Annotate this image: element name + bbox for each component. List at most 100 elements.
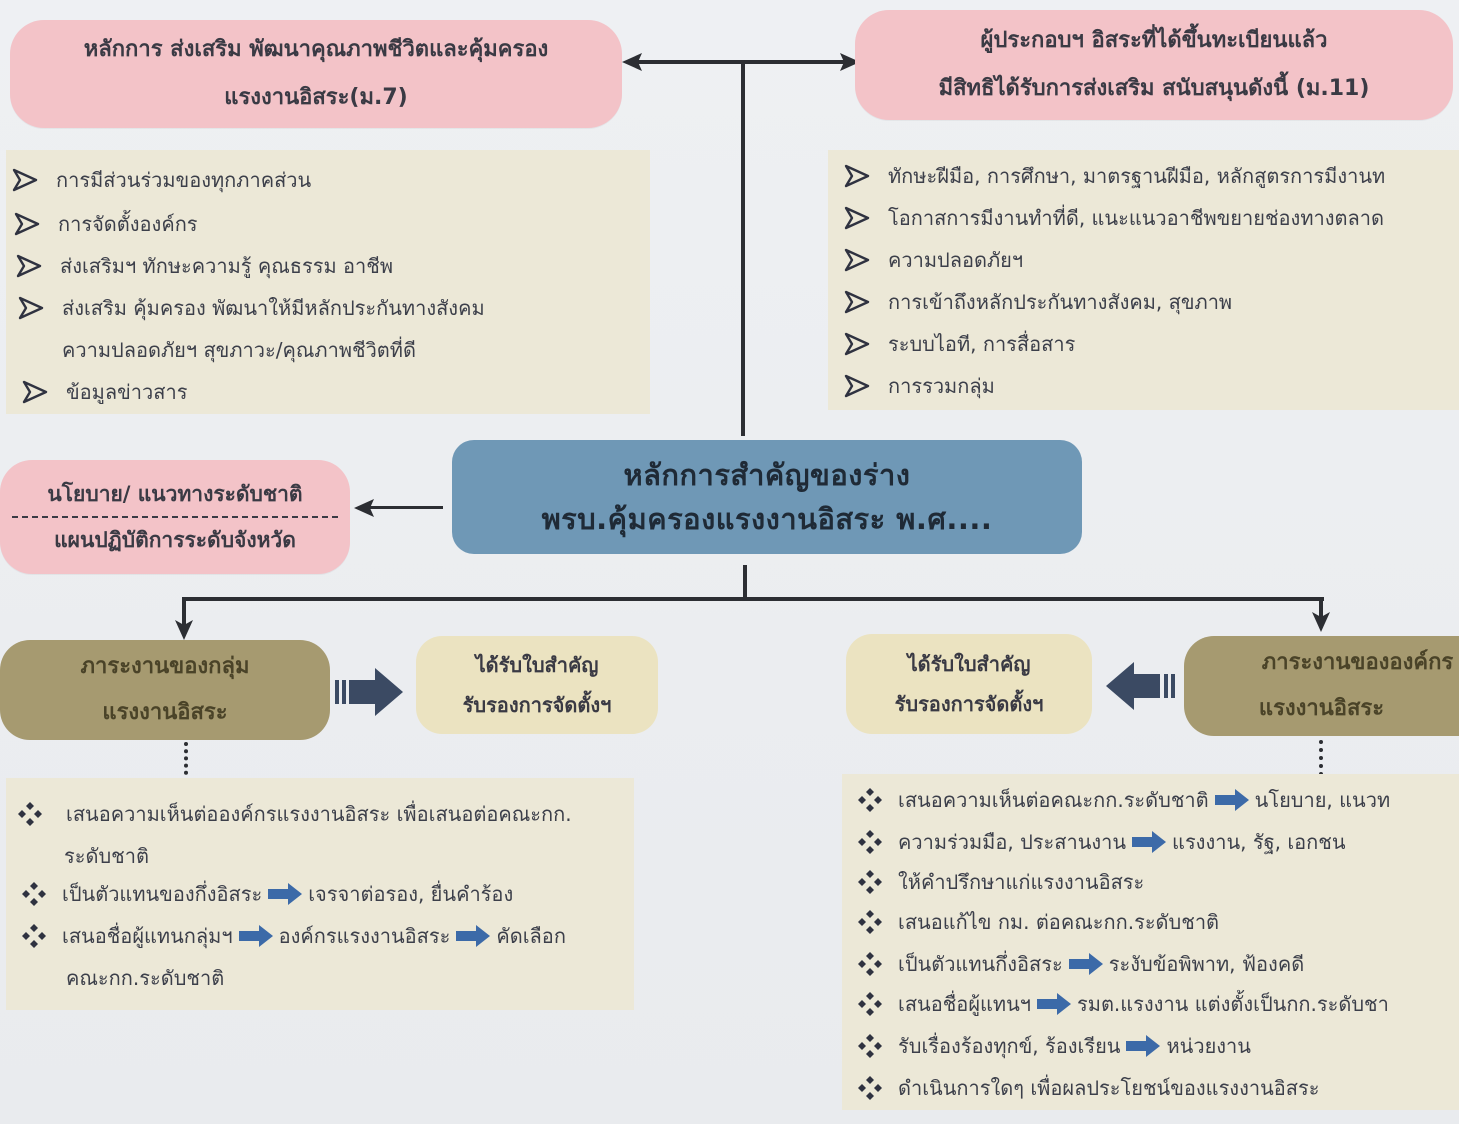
org-duty-box: ภาระงานขององค์กร แรงงานอิสระ <box>1184 636 1459 736</box>
rights-title-box: ผู้ประกอบฯ อิสระที่ได้ขึ้นทะเบียนแล้ว มี… <box>855 10 1453 120</box>
diamond-bullet-icon <box>856 786 884 814</box>
blue-arrow-icon <box>1132 831 1166 853</box>
policy-box: นโยบาย/ แนวทางระดับชาติ แผนปฏิบัติการระด… <box>0 460 350 574</box>
chevron-bullet-icon <box>12 168 38 192</box>
rights-title-line2: มีสิทธิได้รับการส่งเสริม สนับสนุนดังนี้ … <box>938 76 1370 101</box>
group-duty-line1: ภาระงานของกลุ่ม <box>80 654 250 679</box>
list-item: รับเรื่องร้องทุกข์, ร้องเรียน หน่วยงาน <box>856 1030 1251 1062</box>
certificate-left-box: ได้รับใบสำคัญ รับรองการจัดตั้งฯ <box>416 636 658 734</box>
list-item: เป็นตัวแทนกึ่งอิสระ ระงับข้อพิพาท, ฟ้องค… <box>856 948 1304 980</box>
list-item-continuation: คณะกก.ระดับชาติ <box>66 966 225 990</box>
big-arrow-right-icon <box>335 668 403 716</box>
connector-vertical-bottom <box>743 565 747 599</box>
principles-title-box: หลักการ ส่งเสริม พัฒนาคุณภาพชีวิตและคุ้ม… <box>10 20 622 128</box>
main-title-box: หลักการสำคัญของร่าง พรบ.คุ้มครองแรงงานอิ… <box>452 440 1082 554</box>
blue-arrow-icon <box>456 925 490 947</box>
list-item-continuation: ระดับชาติ <box>64 844 149 868</box>
list-item: การมีส่วนร่วมของทุกภาคส่วน <box>12 164 311 196</box>
chevron-bullet-icon <box>16 254 42 278</box>
certificate-right-line2: รับรองการจัดตั้งฯ <box>894 692 1044 716</box>
diamond-bullet-icon <box>856 990 884 1018</box>
chevron-bullet-icon <box>844 290 870 314</box>
diamond-bullet-icon <box>856 868 884 896</box>
list-item: ความร่วมมือ, ประสานงาน แรงงาน, รัฐ, เอกช… <box>856 826 1346 858</box>
list-item: ระบบไอที, การสื่อสาร <box>844 328 1075 360</box>
rights-title-line1: ผู้ประกอบฯ อิสระที่ได้ขึ้นทะเบียนแล้ว <box>980 28 1328 53</box>
list-item-continuation: ความปลอดภัยฯ สุขภาวะ/คุณภาพชีวิตที่ดี <box>62 338 416 362</box>
list-item: การรวมกลุ่ม <box>844 370 995 402</box>
policy-divider <box>12 516 338 518</box>
group-duty-list: เสนอความเห็นต่อองค์กรแรงงานอิสระ เพื่อเส… <box>6 778 634 1010</box>
main-title-line2: พรบ.คุ้มครองแรงงานอิสระ พ.ศ.... <box>541 502 993 536</box>
principles-list: การมีส่วนร่วมของทุกภาคส่วน การจัดตั้งองค… <box>6 150 650 414</box>
list-item: เสนอความเห็นต่อองค์กรแรงงานอิสระ เพื่อเส… <box>16 798 572 830</box>
list-item: เสนอความเห็นต่อคณะกก.ระดับชาติ นโยบาย, แ… <box>856 784 1390 816</box>
diamond-bullet-icon <box>20 880 48 908</box>
chevron-bullet-icon <box>844 164 870 188</box>
chevron-bullet-icon <box>844 206 870 230</box>
dotted-connector-right <box>1319 740 1323 776</box>
arrowhead-down-left-icon <box>175 620 193 640</box>
list-item: เสนอชื่อผู้แทนฯ รมต.แรงงาน แต่งตั้งเป็นก… <box>856 988 1389 1020</box>
org-duty-list: เสนอความเห็นต่อคณะกก.ระดับชาติ นโยบาย, แ… <box>842 774 1459 1110</box>
chevron-bullet-icon <box>18 296 44 320</box>
policy-line2: แผนปฏิบัติการระดับจังหวัด <box>54 528 296 552</box>
connector-horizontal-top <box>636 60 846 64</box>
chevron-bullet-icon <box>14 212 40 236</box>
list-item: ดำเนินการใดๆ เพื่อผลประโยชน์ของแรงงานอิส… <box>856 1072 1319 1104</box>
arrowhead-down-right-icon <box>1312 612 1330 632</box>
certificate-right-box: ได้รับใบสำคัญ รับรองการจัดตั้งฯ <box>846 634 1092 734</box>
dotted-connector-left <box>184 742 188 782</box>
list-item: ส่งเสริมฯ ทักษะความรู้ คุณธรรม อาชีพ <box>16 250 393 282</box>
principles-title-line1: หลักการ ส่งเสริม พัฒนาคุณภาพชีวิตและคุ้ม… <box>83 37 549 62</box>
diamond-bullet-icon <box>20 922 48 950</box>
diamond-bullet-icon <box>856 1032 884 1060</box>
org-duty-line1: ภาระงานขององค์กร <box>1261 650 1454 675</box>
list-item: ทักษะฝีมือ, การศึกษา, มาตรฐานฝีมือ, หลัก… <box>844 160 1385 192</box>
list-item: การเข้าถึงหลักประกันทางสังคม, สุขภาพ <box>844 286 1232 318</box>
blue-arrow-icon <box>239 925 273 947</box>
list-item: เสนอแก้ไข กม. ต่อคณะกก.ระดับชาติ <box>856 906 1219 938</box>
chevron-bullet-icon <box>22 380 48 404</box>
diamond-bullet-icon <box>856 1074 884 1102</box>
list-item: ส่งเสริม คุ้มครอง พัฒนาให้มีหลักประกันทา… <box>18 292 485 324</box>
chevron-bullet-icon <box>844 374 870 398</box>
list-item: ข้อมูลข่าวสาร <box>22 376 187 408</box>
connector-drop-left <box>182 597 186 627</box>
connector-horizontal-bottom <box>182 597 1324 601</box>
list-item: เสนอชื่อผู้แทนกลุ่มฯ องค์กรแรงงานอิสระ ค… <box>20 920 566 952</box>
group-duty-box: ภาระงานของกลุ่ม แรงงานอิสระ <box>0 640 330 740</box>
diamond-bullet-icon <box>856 908 884 936</box>
list-item: ความปลอดภัยฯ <box>844 244 1023 276</box>
arrowhead-right-icon <box>840 53 860 71</box>
group-duty-line2: แรงงานอิสระ <box>102 700 228 725</box>
blue-arrow-icon <box>1126 1035 1160 1057</box>
chevron-bullet-icon <box>844 332 870 356</box>
policy-line1: นโยบาย/ แนวทางระดับชาติ <box>47 482 303 506</box>
diamond-bullet-icon <box>856 950 884 978</box>
org-duty-line2: แรงงานอิสระ <box>1258 696 1385 721</box>
certificate-left-line1: ได้รับใบสำคัญ <box>475 653 599 677</box>
list-item: การจัดตั้งองค์กร <box>14 208 198 240</box>
blue-arrow-icon <box>1037 993 1071 1015</box>
rights-list: ทักษะฝีมือ, การศึกษา, มาตรฐานฝีมือ, หลัก… <box>828 150 1459 410</box>
chevron-bullet-icon <box>844 248 870 272</box>
list-item: ให้คำปรึกษาแก่แรงงานอิสระ <box>856 866 1144 898</box>
principles-title-line2: แรงงานอิสระ(ม.7) <box>224 85 408 110</box>
blue-arrow-icon <box>1215 789 1249 811</box>
arrowhead-policy-icon <box>354 499 374 517</box>
diamond-bullet-icon <box>16 800 44 828</box>
certificate-left-line2: รับรองการจัดตั้งฯ <box>462 693 612 717</box>
connector-drop-right <box>1319 597 1323 619</box>
connector-vertical-top <box>741 62 745 436</box>
list-item: เป็นตัวแทนของกึ่งอิสระ เจรจาต่อรอง, ยื่น… <box>20 878 513 910</box>
blue-arrow-icon <box>1069 953 1103 975</box>
certificate-right-line1: ได้รับใบสำคัญ <box>907 652 1031 676</box>
blue-arrow-icon <box>268 883 302 905</box>
arrowhead-left-icon <box>622 53 642 71</box>
main-title-line1: หลักการสำคัญของร่าง <box>623 458 911 492</box>
list-item: โอกาสการมีงานทำที่ดี, แนะแนวอาชีพขยายช่อ… <box>844 202 1384 234</box>
connector-policy <box>365 506 443 509</box>
big-arrow-left-icon <box>1106 662 1175 710</box>
diamond-bullet-icon <box>856 828 884 856</box>
